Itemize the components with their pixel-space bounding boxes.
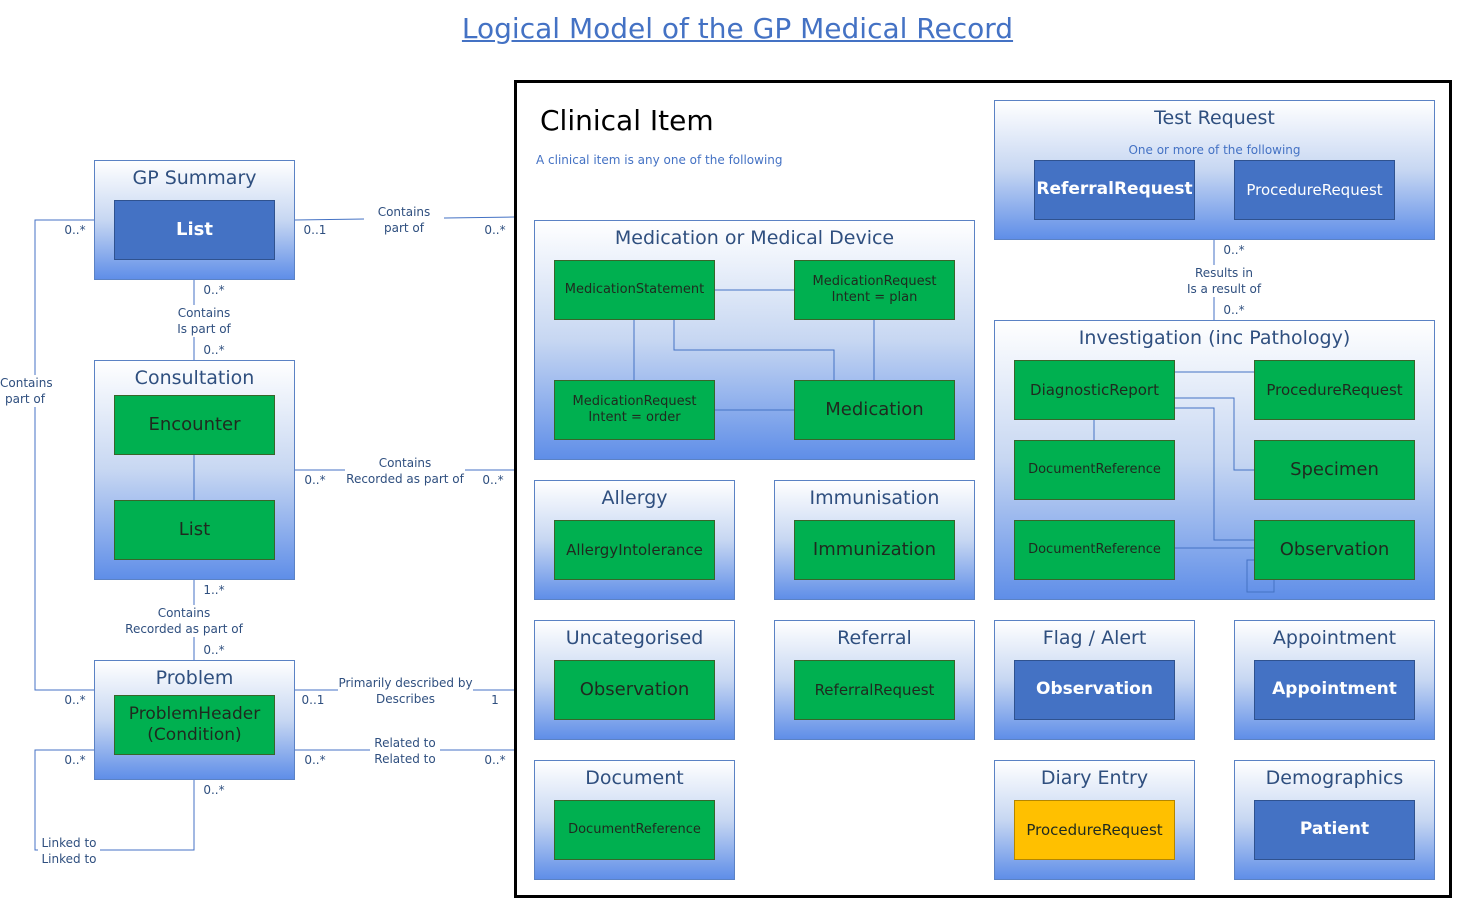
test-request-title: Test Request [1154,107,1275,129]
diary-entry-title: Diary Entry [1040,767,1149,789]
document-reference-box-1: DocumentReference [1014,440,1175,500]
allergy-intolerance-box: AllergyIntolerance [554,520,715,580]
gp-problem-connector [34,219,94,691]
test-investigation-top-mult: 0..* [1223,243,1245,257]
problem-related-left-mult: 0..* [304,753,326,767]
gp-problem-bottom-mult: 0..* [64,693,86,707]
medication-request-order-box: MedicationRequest Intent = order [554,380,715,440]
uncategorised-observation-box: Observation [554,660,715,720]
uncategorised-title: Uncategorised [565,627,704,649]
consult-clinical-right-mult: 0..* [482,473,504,487]
problem-primary-label: Primarily described by Describes [338,675,473,707]
diary-procedure-request-box: ProcedureRequest [1014,800,1175,860]
gp-clinical-right-mult: 0..* [484,223,506,237]
patient-box: Patient [1254,800,1415,860]
immunisation-title: Immunisation [809,487,940,509]
consult-problem-label: Contains Recorded as part of [124,605,244,637]
problem-linked-left-mult: 0..* [64,753,86,767]
test-investigation-label: Results in Is a result of [1174,265,1274,297]
appointment-box: Appointment [1254,660,1415,720]
medication-statement-box: MedicationStatement [554,260,715,320]
consult-problem-top-mult: 1..* [203,583,225,597]
document-reference-box: DocumentReference [554,800,715,860]
gp-consult-label: Contains Is part of [154,305,254,337]
problem-linked-connector [34,749,195,851]
diagnostic-report-box: DiagnosticReport [1014,360,1175,420]
consultation-list-box: List [114,500,275,560]
problem-related-label: Related to Related to [370,735,440,767]
document-reference-box-2: DocumentReference [1014,520,1175,580]
problem-header-box: ProblemHeader (Condition) [114,695,275,755]
test-referral-request-box: ReferralRequest [1034,160,1195,220]
medication-box: Medication [794,380,955,440]
consult-clinical-left-mult: 0..* [304,473,326,487]
specimen-box: Specimen [1254,440,1415,500]
gp-clinical-label: Contains part of [364,204,444,236]
problem-linked-label: Linked to Linked to [38,835,100,867]
gp-consult-top-mult: 0..* [203,283,225,297]
referral-request-box: ReferralRequest [794,660,955,720]
gp-clinical-left-mult: 0..1 [303,223,327,237]
test-request-subtitle: One or more of the following [1128,143,1301,157]
problem-title: Problem [155,667,234,689]
test-investigation-bottom-mult: 0..* [1223,303,1245,317]
demographics-title: Demographics [1265,767,1404,789]
test-procedure-request-box: ProcedureRequest [1234,160,1395,220]
gp-summary-title: GP Summary [132,167,257,189]
encounter-box: Encounter [114,395,275,455]
investigation-title: Investigation (inc Pathology) [1078,327,1351,349]
medication-title: Medication or Medical Device [614,227,895,249]
investigation-procedure-request-box: ProcedureRequest [1254,360,1415,420]
consultation-title: Consultation [134,367,255,389]
gp-problem-top-mult: 0..* [64,223,86,237]
clinical-item-title: Clinical Item [540,104,714,137]
consult-clinical-label: Contains Recorded as part of [345,455,465,487]
immunization-box: Immunization [794,520,955,580]
consult-problem-bottom-mult: 0..* [203,643,225,657]
document-title: Document [585,767,684,789]
appointment-title: Appointment [1272,627,1397,649]
page-title: Logical Model of the GP Medical Record [461,12,1014,45]
gp-problem-label: Contains part of [0,375,53,407]
clinical-item-subtitle: A clinical item is any one of the follow… [536,153,783,167]
flag-alert-title: Flag / Alert [1042,627,1147,649]
problem-linked-bottom-mult: 0..* [203,783,225,797]
investigation-observation-box: Observation [1254,520,1415,580]
flag-observation-box: Observation [1014,660,1175,720]
gp-consult-bottom-mult: 0..* [203,343,225,357]
referral-title: Referral [837,627,912,649]
medication-request-plan-box: MedicationRequest Intent = plan [794,260,955,320]
allergy-title: Allergy [601,487,668,509]
problem-related-right-mult: 0..* [484,753,506,767]
problem-primary-left-mult: 0..1 [301,693,325,707]
problem-primary-right-mult: 1 [491,693,499,707]
gp-summary-list-box: List [114,200,275,260]
